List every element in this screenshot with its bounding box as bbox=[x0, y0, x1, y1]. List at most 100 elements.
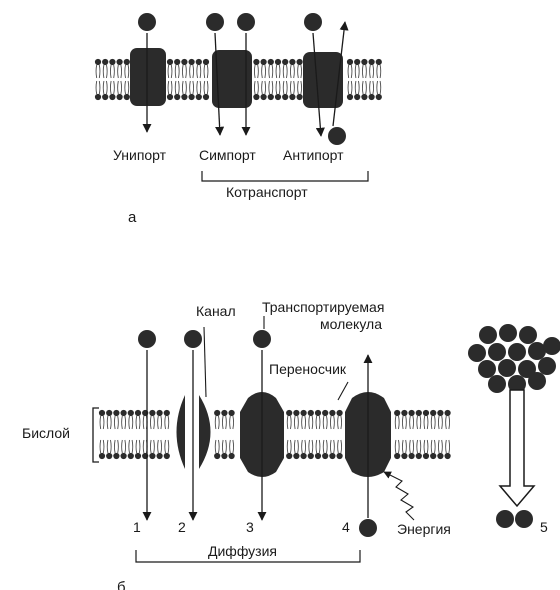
diffusion-molecule-2 bbox=[184, 330, 202, 348]
lipid-head bbox=[156, 409, 163, 417]
lipid-tail bbox=[131, 439, 134, 454]
lipid-head bbox=[102, 58, 109, 66]
lipid-head bbox=[286, 409, 293, 417]
energy-zigzag bbox=[383, 471, 415, 521]
lipid-tail bbox=[117, 439, 119, 454]
lipid-tail bbox=[423, 415, 426, 430]
antiport-arrow-up bbox=[332, 21, 349, 127]
lipid-tail bbox=[189, 80, 191, 95]
lipid-tail bbox=[293, 64, 295, 79]
lipid-tail bbox=[264, 80, 266, 95]
lipid-head bbox=[430, 452, 437, 460]
cluster-molecule bbox=[488, 375, 506, 393]
bilayer-label: Бислой bbox=[22, 425, 70, 441]
lipid-tail bbox=[150, 415, 152, 430]
lipid-tail bbox=[124, 415, 126, 430]
lipid-tail bbox=[412, 415, 414, 430]
lipid-tail bbox=[297, 439, 299, 454]
lipid-head bbox=[361, 58, 368, 66]
lipid-head bbox=[354, 93, 361, 101]
channel-protein-left bbox=[176, 395, 185, 469]
lipid-tail bbox=[254, 64, 256, 79]
active-transport: Энергия bbox=[345, 354, 451, 537]
lipid-head bbox=[336, 452, 343, 460]
number-5: 5 bbox=[540, 519, 548, 535]
lipid-head bbox=[253, 93, 260, 101]
lipid-head bbox=[149, 409, 156, 417]
lipid-head bbox=[113, 452, 120, 460]
lipid-head bbox=[368, 58, 375, 66]
lipid-bilayer-a bbox=[94, 58, 382, 101]
lipid-tail bbox=[304, 415, 306, 430]
lipid-tail bbox=[290, 415, 292, 430]
panel-a-label: а bbox=[128, 209, 137, 226]
lipid-tail bbox=[131, 415, 134, 430]
channel-protein-right bbox=[199, 395, 211, 469]
lipid-tail bbox=[199, 64, 202, 79]
lipid-head bbox=[314, 452, 322, 460]
lipid-head bbox=[444, 452, 451, 460]
lipid-tail bbox=[232, 415, 234, 430]
lipid-head bbox=[415, 409, 422, 417]
lipid-head bbox=[214, 409, 221, 417]
lipid-head bbox=[322, 452, 329, 460]
lipid-tail bbox=[318, 415, 321, 430]
lipid-tail bbox=[330, 439, 332, 454]
cluster-molecule bbox=[499, 324, 517, 342]
lipid-head bbox=[149, 452, 156, 460]
lipid-tail bbox=[354, 64, 357, 79]
lipid-tail bbox=[174, 80, 177, 95]
lipid-tail bbox=[114, 439, 116, 454]
lipid-tail bbox=[311, 439, 314, 454]
lipid-tail bbox=[222, 415, 224, 430]
lipid-head bbox=[300, 409, 307, 417]
lipid-tail bbox=[127, 64, 130, 79]
lipid-tail bbox=[189, 64, 191, 79]
lipid-tail bbox=[340, 415, 342, 430]
lipid-head bbox=[156, 452, 163, 460]
lipid-tail bbox=[434, 439, 436, 454]
lipid-tail bbox=[102, 415, 105, 430]
bilayer-bracket bbox=[92, 407, 99, 463]
lipid-head bbox=[195, 58, 202, 66]
lipid-tail bbox=[376, 80, 378, 95]
lipid-head bbox=[106, 452, 113, 460]
lipid-tail bbox=[419, 439, 422, 454]
transported-molecule-label-line1: Транспортируемая bbox=[262, 299, 384, 315]
lipid-tail bbox=[286, 80, 288, 95]
lipid-tail bbox=[113, 64, 115, 79]
lipid-tail bbox=[102, 439, 105, 454]
lipid-tail bbox=[286, 64, 288, 79]
lipid-tail bbox=[142, 415, 145, 430]
lipid-tail bbox=[203, 80, 206, 95]
lipid-head bbox=[98, 409, 106, 417]
lipid-head bbox=[346, 58, 354, 66]
lipid-tail bbox=[350, 64, 353, 79]
lipid-tail bbox=[160, 439, 162, 454]
lipid-head bbox=[415, 452, 422, 460]
lipid-tail bbox=[225, 415, 227, 430]
lipid-tail bbox=[412, 439, 414, 454]
lipid-head bbox=[267, 93, 274, 101]
lipid-head bbox=[401, 452, 408, 460]
lipid-tail bbox=[218, 415, 220, 430]
lipid-tail bbox=[192, 80, 194, 95]
lipid-tail bbox=[268, 80, 270, 95]
lipid-tail bbox=[326, 415, 328, 430]
lipid-tail bbox=[301, 415, 303, 430]
lipid-tail bbox=[430, 439, 433, 454]
low-concentration-molecule-left bbox=[496, 510, 514, 528]
lipid-tail bbox=[402, 415, 404, 430]
panel-b: Бислой Канал Транспортируемая молекула П… bbox=[22, 299, 560, 590]
lipid-head bbox=[408, 452, 415, 460]
low-concentration-molecule-right bbox=[515, 510, 533, 528]
lipid-tail bbox=[106, 64, 108, 79]
lipid-tail bbox=[297, 415, 299, 430]
lipid-tail bbox=[160, 415, 162, 430]
lipid-tail bbox=[290, 80, 292, 95]
lipid-tail bbox=[124, 80, 126, 95]
lipid-tail bbox=[124, 439, 126, 454]
lipid-tail bbox=[337, 415, 339, 430]
diffusion-bracket bbox=[135, 550, 361, 563]
lipid-tail bbox=[124, 64, 126, 79]
